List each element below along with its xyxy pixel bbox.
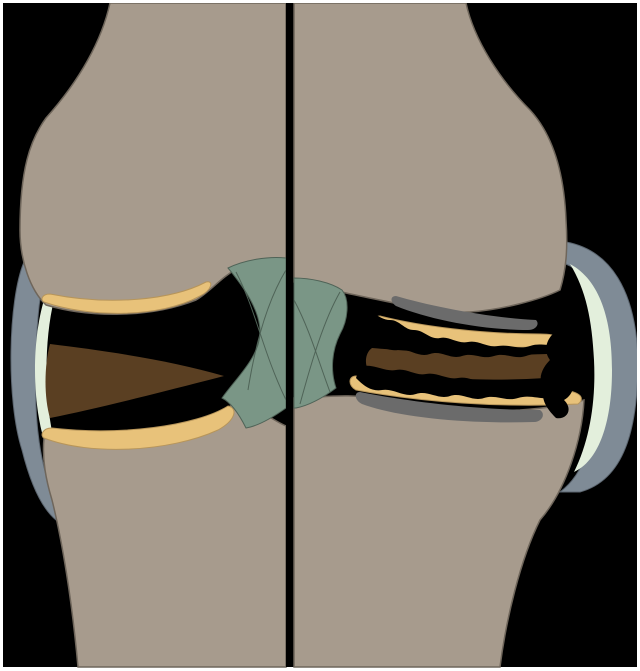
- panel-divider: [286, 3, 294, 667]
